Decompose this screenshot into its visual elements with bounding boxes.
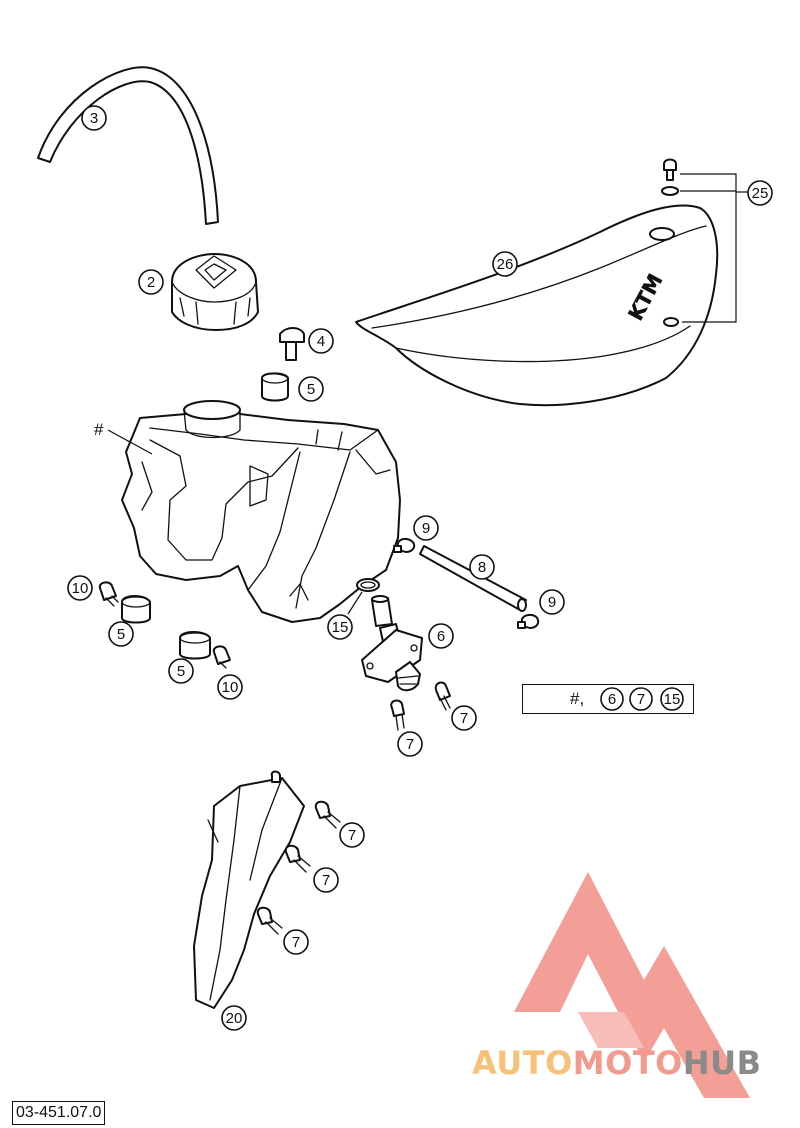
callout-7-right: 7: [451, 705, 477, 731]
cap-screw: [279, 327, 305, 361]
svg-text:7: 7: [348, 827, 356, 844]
callout-9-lower: 9: [539, 589, 565, 615]
svg-text:15: 15: [663, 691, 680, 708]
watermark-logo: [514, 872, 750, 1098]
svg-text:5: 5: [307, 381, 315, 398]
callout-3: 3: [81, 105, 107, 131]
mount-bolt-left: [98, 581, 119, 607]
svg-text:10: 10: [72, 580, 89, 597]
callout-20: 20: [221, 1005, 247, 1031]
callout-9-upper: 9: [413, 515, 439, 541]
mount-bolt-middle: [212, 645, 231, 669]
callout-5-left: 5: [108, 621, 134, 647]
breather-hose: [37, 66, 219, 225]
svg-text:7: 7: [322, 872, 330, 889]
hose-clamp-lower: [517, 614, 540, 629]
callout-6: 6: [428, 623, 454, 649]
spacer-left: [121, 595, 151, 624]
svg-text:5: 5: [177, 663, 185, 680]
spoiler-screw-bottom: [256, 906, 283, 935]
tap-screw-left: [390, 699, 405, 731]
svg-text:10: 10: [222, 679, 239, 696]
svg-text:15: 15: [332, 619, 349, 636]
svg-text:3: 3: [90, 110, 98, 127]
kit-item-7: 7: [628, 686, 653, 711]
callout-10-left: 10: [67, 575, 93, 601]
callout-7-spoiler-middle: 7: [313, 867, 339, 893]
o-ring: [356, 578, 380, 592]
spoiler-screw-middle: [284, 844, 311, 873]
svg-text:6: 6: [607, 691, 615, 708]
watermark-text: AUTOMOTOHUB: [472, 1044, 762, 1082]
callout-4: 4: [308, 328, 334, 354]
spoiler-screw-top: [314, 800, 341, 829]
callout-5-top: 5: [298, 376, 324, 402]
svg-text:7: 7: [460, 710, 468, 727]
svg-text:5: 5: [117, 626, 125, 643]
svg-text:25: 25: [752, 185, 769, 202]
spacer-middle: [179, 631, 211, 660]
tank-hash-label: #: [94, 420, 104, 439]
svg-text:7: 7: [636, 691, 644, 708]
kit-item-6: 6: [599, 686, 624, 711]
seat: KTM: [355, 204, 719, 407]
svg-text:2: 2: [147, 274, 155, 291]
fuel-line: [419, 545, 527, 612]
kit-item-15: 15: [659, 686, 684, 711]
tap-screw-right: [434, 681, 451, 711]
callout-26: 26: [492, 251, 518, 277]
callout-25: 25: [747, 180, 773, 206]
spacer-top: [261, 372, 289, 402]
svg-text:20: 20: [226, 1010, 243, 1027]
svg-text:7: 7: [292, 934, 300, 951]
watermark-triangle-icon: [514, 872, 750, 1098]
hose-clamp-upper: [393, 538, 416, 553]
callout-10-middle: 10: [217, 674, 243, 700]
drawing-code-label: 03-451.07.0: [12, 1101, 106, 1125]
callout-2: 2: [138, 269, 164, 295]
tank-spoiler: [193, 770, 305, 1009]
callout-7-spoiler-top: 7: [339, 822, 365, 848]
watermark-text-auto: AUTO: [472, 1044, 573, 1082]
svg-text:9: 9: [548, 594, 556, 611]
svg-text:9: 9: [422, 520, 430, 537]
svg-text:4: 4: [317, 333, 325, 350]
svg-text:7: 7: [406, 736, 414, 753]
fuel-tap: [361, 595, 423, 692]
callout-7-spoiler-bottom: 7: [283, 929, 309, 955]
callout-5-middle: 5: [168, 658, 194, 684]
kit-hash-label: #,: [570, 689, 584, 708]
svg-text:26: 26: [497, 256, 514, 273]
watermark-text-moto: MOTO: [572, 1044, 683, 1082]
svg-text:8: 8: [478, 559, 486, 576]
svg-text:6: 6: [437, 628, 445, 645]
callout-15: 15: [327, 614, 353, 640]
callout-8: 8: [469, 554, 495, 580]
fuel-cap: [171, 253, 259, 331]
seat-screw: [661, 158, 679, 196]
fuel-tank: [121, 400, 401, 623]
callout-7-left: 7: [397, 731, 423, 757]
watermark-text-hub: HUB: [682, 1044, 762, 1082]
kit-contents-box: #, 6 7 15: [522, 684, 694, 714]
